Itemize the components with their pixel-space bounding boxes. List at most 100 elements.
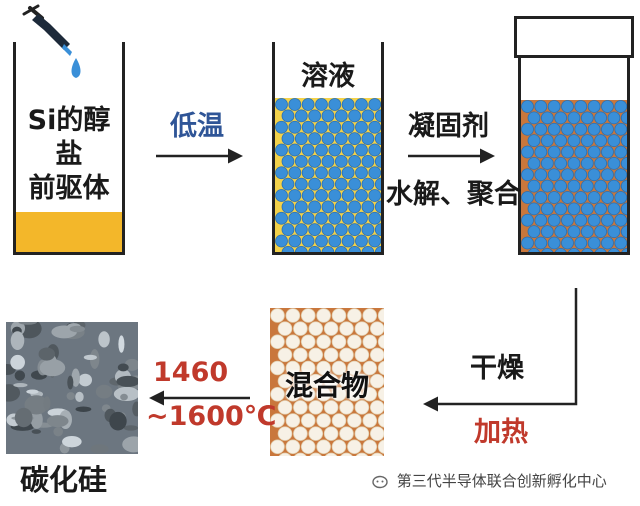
mixture-particle <box>339 373 354 389</box>
gel-particle <box>614 145 627 159</box>
solution-particle <box>341 234 355 248</box>
gel-particle <box>561 122 574 136</box>
solution-particle <box>288 189 302 202</box>
mixture-particle <box>324 452 338 456</box>
solution-particle <box>368 98 381 111</box>
solution-particle <box>294 154 308 168</box>
solution-particle <box>341 189 355 202</box>
gel-particle <box>601 145 614 159</box>
gel-particle <box>620 134 627 147</box>
gel-particle <box>620 202 627 216</box>
solution-liquid <box>275 98 381 252</box>
solution-particle <box>308 177 322 191</box>
sic-pore <box>14 407 33 428</box>
mixture-particle <box>270 413 285 428</box>
solution-particle <box>374 132 381 145</box>
mixture-particle <box>293 400 308 415</box>
solution-particle <box>334 245 348 252</box>
gel-particle <box>540 134 554 148</box>
solution-particle <box>341 120 355 134</box>
sic-pore <box>6 384 21 402</box>
gel-particle <box>534 213 548 227</box>
mixture-particle <box>323 347 339 363</box>
gel-particle <box>554 179 568 193</box>
mixture-particle <box>293 321 308 336</box>
gel-particle <box>534 168 548 182</box>
mixture-particle <box>300 386 316 402</box>
precursor-beaker: Si的醇盐 前驱体 <box>13 42 125 255</box>
sic-pore <box>46 415 69 428</box>
gel-particle <box>547 236 561 250</box>
gel-particle <box>521 236 534 250</box>
sic-pore <box>113 386 138 402</box>
mixture-particle <box>300 360 316 376</box>
solution-particle <box>281 177 295 191</box>
solution-particle <box>348 200 362 214</box>
solution-particle <box>288 98 302 111</box>
mixture-particle <box>285 360 301 376</box>
gel-particle <box>580 156 594 170</box>
mixture-particle <box>308 347 324 363</box>
gel-particle <box>574 213 588 227</box>
sic-pore <box>132 401 138 417</box>
mixture-particle <box>362 334 378 350</box>
solution-particle <box>275 234 288 248</box>
solution-particle <box>374 246 381 252</box>
gel-particle <box>607 202 621 216</box>
solution-particle <box>315 166 328 180</box>
gel-particle <box>594 134 608 148</box>
gel-particle <box>567 134 581 148</box>
mixture-particle <box>339 347 354 363</box>
mixture-particle <box>347 360 362 376</box>
gel-particles <box>521 100 627 252</box>
gel-particle <box>547 168 561 182</box>
solution-particle <box>374 200 381 214</box>
gel-particle <box>567 202 581 216</box>
gel-particle <box>607 225 621 239</box>
solution-particle <box>355 234 368 248</box>
mixture-particle <box>294 452 307 456</box>
solution-particle <box>288 120 302 134</box>
mixture-particle <box>339 321 354 336</box>
mixture-particle <box>362 386 378 402</box>
solution-particle <box>308 200 322 214</box>
solution-particle <box>361 109 375 123</box>
gel-particle <box>614 236 627 250</box>
mixture-particle <box>323 426 339 441</box>
mixture-particle <box>300 334 316 350</box>
solution-particle <box>315 143 328 157</box>
gel-particle <box>561 168 574 182</box>
mixture-particle <box>316 308 331 323</box>
mixture-particle <box>285 386 301 402</box>
solution-particles <box>275 98 381 252</box>
solution-particle <box>341 166 355 180</box>
gel-particle <box>534 236 548 250</box>
solution-particle <box>374 223 381 236</box>
solution-particle <box>328 143 342 157</box>
mixture-particle <box>347 308 362 323</box>
solution-particle <box>334 154 348 168</box>
gel-particle <box>567 179 581 193</box>
sic-pore <box>71 368 80 387</box>
mixture-particle <box>316 386 331 402</box>
mixture-particle <box>277 373 293 389</box>
sic-pore <box>26 389 39 394</box>
gel-particle <box>540 156 554 170</box>
solution-particle <box>348 132 362 146</box>
mixture-particle <box>369 426 384 441</box>
mixture-particle <box>331 308 347 323</box>
sic-pore <box>31 429 42 434</box>
gel-particle <box>561 100 574 113</box>
mixture-particle <box>347 439 362 455</box>
sic-pore <box>75 406 92 412</box>
solution-particle <box>315 98 328 111</box>
gel-particle <box>567 156 581 170</box>
solution-particle <box>275 143 288 157</box>
mixture-particle <box>347 334 362 350</box>
sic-pore <box>66 392 75 400</box>
solution-particle <box>321 132 335 146</box>
solution-particle <box>361 132 375 146</box>
mixture-particle <box>300 439 316 455</box>
gel-particle <box>594 247 607 252</box>
mixture-particle <box>362 439 378 455</box>
